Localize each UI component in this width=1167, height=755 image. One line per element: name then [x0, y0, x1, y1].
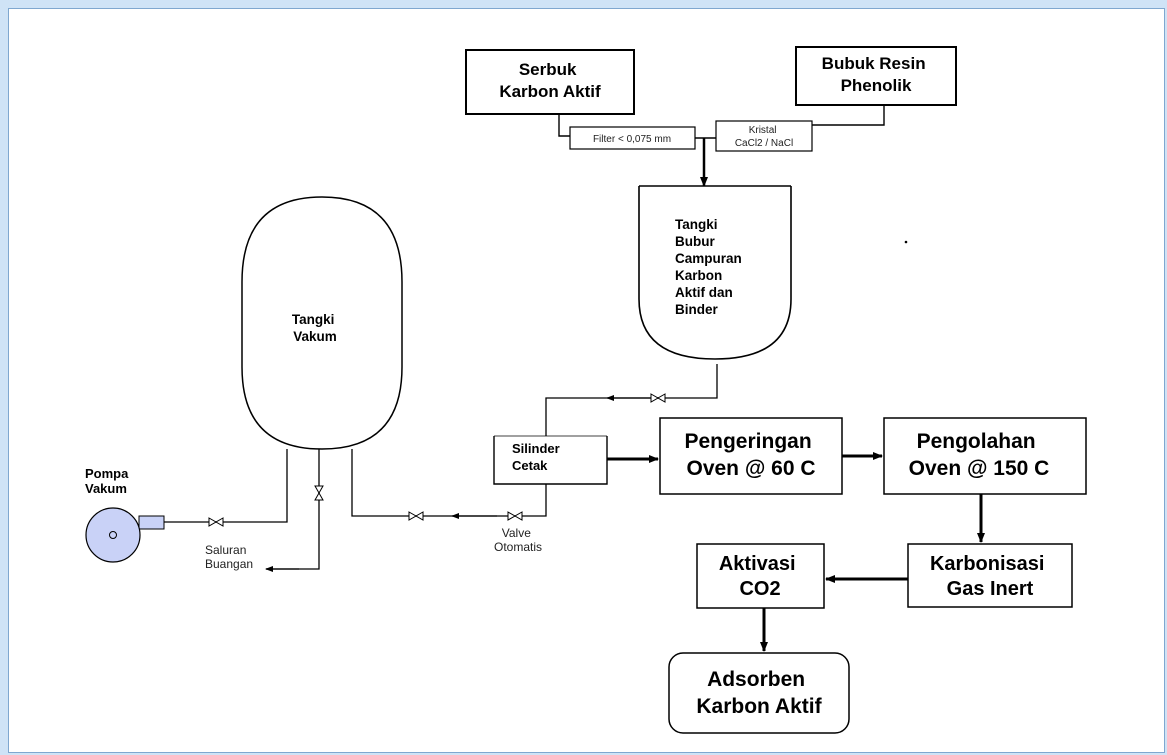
pengeringan-label-line2: Oven @ 60 C [686, 457, 815, 480]
tangki-bubur-line3: Campuran [675, 251, 742, 266]
karbonisasi-label-line1: Karbonisasi [930, 553, 1044, 575]
pengeringan-oven-box: Pengeringan Oven @ 60 C [659, 417, 843, 495]
silinder-cetak-box: Silinder Cetak [493, 435, 608, 485]
karbonisasi-box: Karbonisasi Gas Inert [907, 543, 1073, 608]
bubuk-label-line1: Bubuk Resin [822, 54, 926, 73]
kristal-label-line1: Kristal [749, 125, 777, 136]
process-arrows [607, 452, 985, 652]
pompa-label-line1: Pompa [85, 466, 129, 481]
svg-text:Karbonisasi Gas Inert: Karbonisasi Gas Inert [930, 553, 1050, 600]
svg-text:Bubuk Resin Phenolik: Bubuk Resin Phenolik [822, 54, 931, 95]
pengeringan-label-line1: Pengeringan [684, 430, 811, 453]
silinder-label-line2: Cetak [512, 458, 548, 473]
tangki-bubur-line2: Bubur [675, 234, 715, 249]
tangki-vakum-tank: Tangki Vakum [241, 196, 403, 450]
serbuk-label-line2: Karbon Aktif [499, 82, 601, 101]
bubur-to-silinder-line [545, 364, 718, 436]
filter-box: Filter < 0,075 mm [569, 126, 696, 150]
aktivasi-box: Aktivasi CO2 [696, 543, 825, 609]
saluran-label-line1: Saluran [205, 543, 246, 557]
input-connectors [558, 105, 885, 187]
valve-pompa-icon [208, 517, 224, 527]
svg-text:Adsorben Karbon Aktif: Adsorben Karbon Aktif [696, 668, 822, 718]
karbonisasi-label-line2: Gas Inert [947, 578, 1034, 600]
svg-text:Tangki Bubur Campu: Tangki Bubur Campuran Karbon Aktif dan B… [675, 217, 746, 317]
pompa-vakum-label: Pompa Vakum [85, 466, 132, 496]
saluran-label-line2: Buangan [205, 557, 253, 571]
diagram-frame: Serbuk Karbon Aktif Bubuk Resin Phenolik… [8, 8, 1165, 753]
svg-text:Kristal CaCl2 / NaCl: Kristal CaCl2 / NaCl [735, 125, 793, 149]
kristal-label-line2: CaCl2 / NaCl [735, 138, 793, 149]
tangki-bubur-line1: Tangki [675, 217, 718, 232]
tangki-bubur-line6: Binder [675, 302, 719, 317]
silinder-label-line1: Silinder [512, 441, 560, 456]
svg-text:Pengolahan Oven @ 150 C: Pengolahan Oven @ 150 C [909, 430, 1050, 480]
tangki-vakum-line2: Vakum [293, 329, 337, 344]
serbuk-karbon-aktif-box: Serbuk Karbon Aktif [465, 49, 635, 115]
bubuk-resin-phenolik-box: Bubuk Resin Phenolik [795, 46, 957, 106]
stray-dot [904, 240, 908, 244]
pengolahan-oven-box: Pengolahan Oven @ 150 C [883, 417, 1087, 495]
svg-text:Serbuk Karbon Aktif: Serbuk Karbon Aktif [499, 60, 601, 101]
saluran-buangan-label: Saluran Buangan [205, 543, 253, 571]
filter-label: Filter < 0,075 mm [593, 134, 671, 145]
pompa-vakum-pump [85, 507, 165, 563]
valve-otomatis-label: Valve Otomatis [494, 526, 542, 554]
tangki-bubur-line5: Aktif dan [675, 285, 733, 300]
aktivasi-label-line1: Aktivasi [719, 553, 796, 575]
pompa-label-line2: Vakum [85, 481, 127, 496]
tangki-bubur-line4: Karbon [675, 268, 722, 283]
valve-otomatis-2-icon [507, 511, 523, 521]
valve-label-line2: Otomatis [494, 540, 542, 554]
valve-buangan-icon [314, 485, 324, 501]
valve-otomatis-1-icon [408, 511, 424, 521]
adsorben-box: Adsorben Karbon Aktif [668, 652, 850, 734]
svg-text:Tangki Vakum: Tangki Vakum [292, 312, 338, 344]
tangki-vakum-line1: Tangki [292, 312, 335, 327]
valve-bubur-icon [650, 393, 666, 403]
adsorben-label-line1: Adsorben [707, 668, 805, 691]
process-flow-diagram: Serbuk Karbon Aktif Bubuk Resin Phenolik… [85, 46, 1087, 734]
valve-label-line1: Valve [502, 526, 531, 540]
svg-text:Aktivasi CO2: Aktivasi CO2 [719, 553, 801, 600]
aktivasi-label-line2: CO2 [739, 578, 780, 600]
bubuk-label-line2: Phenolik [841, 76, 912, 95]
adsorben-label-line2: Karbon Aktif [696, 695, 822, 718]
serbuk-label-line1: Serbuk [519, 60, 577, 79]
tangki-bubur-tank: Tangki Bubur Campuran Karbon Aktif dan B… [638, 185, 792, 360]
svg-text:Pengeringan Oven @ 60 C: Pengeringan Oven @ 60 C [684, 430, 817, 480]
kristal-box: Kristal CaCl2 / NaCl [715, 120, 813, 152]
pengolahan-label-line2: Oven @ 150 C [909, 457, 1050, 480]
pengolahan-label-line1: Pengolahan [917, 430, 1036, 453]
svg-text:Silinder Cetak: Silinder Cetak [512, 441, 563, 473]
